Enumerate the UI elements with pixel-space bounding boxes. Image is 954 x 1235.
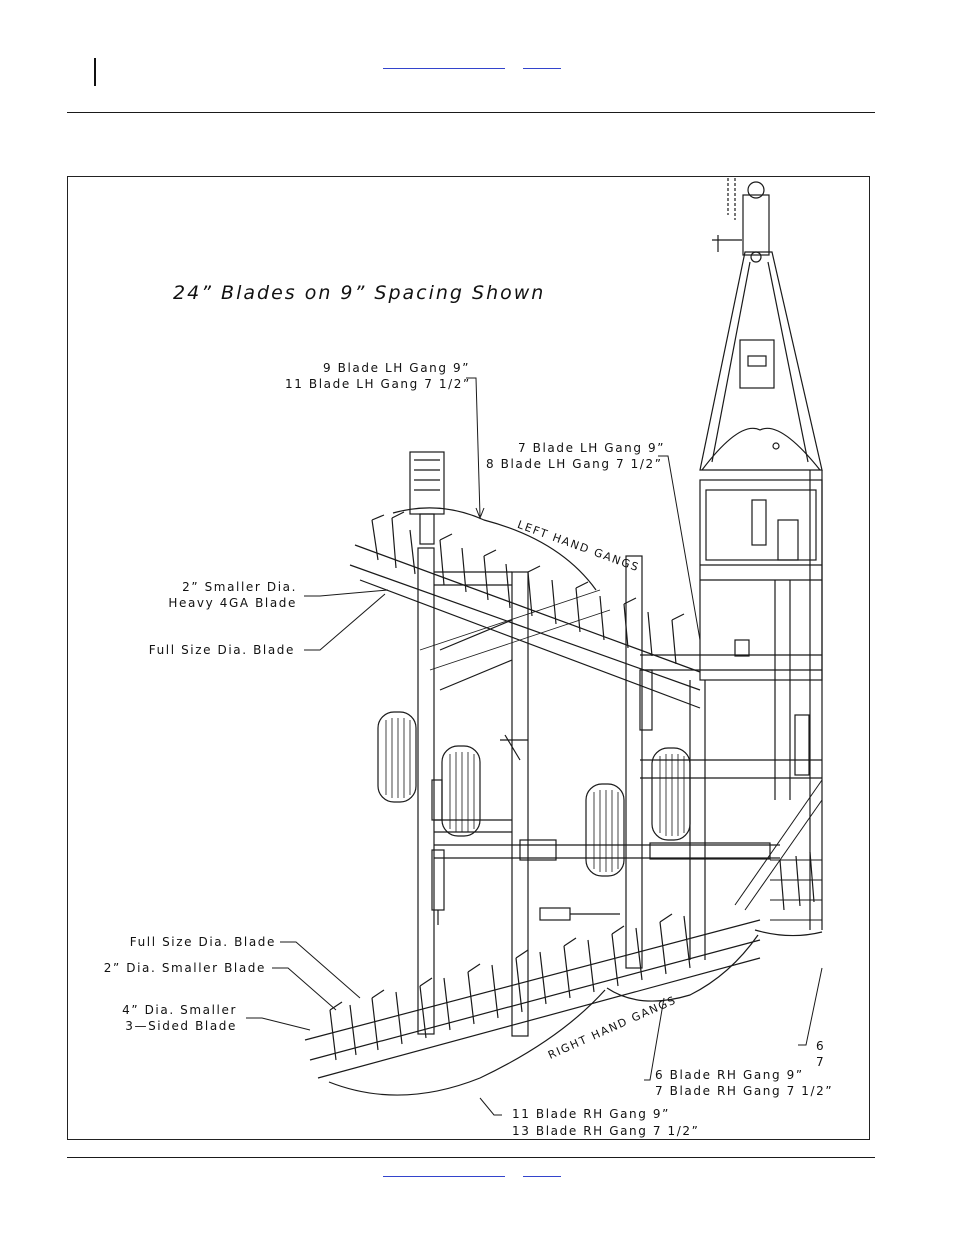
callout-lh-8-blade: 8 Blade LH Gang 7 1/2” (486, 457, 663, 471)
callout-edge-6: 6 (816, 1039, 826, 1053)
callout-2in-smaller-heavy-line1: 2” Smaller Dia. (182, 580, 297, 594)
callout-rh-13-blade: 13 Blade RH Gang 7 1/2” (512, 1124, 700, 1138)
callout-lh-11-blade: 11 Blade LH Gang 7 1/2” (285, 377, 471, 391)
callout-2in-smaller-heavy-line2: Heavy 4GA Blade (168, 596, 297, 610)
figure-title: 24” Blades on 9” Spacing Shown (173, 282, 546, 304)
frame-posts (409, 451, 643, 1037)
footer-link-1[interactable] (383, 1176, 505, 1177)
hydraulic-cylinders (431, 669, 653, 925)
callout-lh-7-blade: 7 Blade LH Gang 9” (518, 441, 666, 455)
figure-frame (67, 176, 870, 1140)
header-link-2[interactable] (523, 68, 561, 69)
transport-wheels (377, 711, 691, 877)
callout-full-size-upper: Full Size Dia. Blade (148, 643, 295, 657)
hitch-tongue (699, 178, 823, 471)
footer-rule (67, 1157, 875, 1158)
callout-4in-smaller-line2: 3—Sided Blade (125, 1019, 237, 1033)
header-rule (67, 112, 875, 113)
callout-lh-9-blade: 9 Blade LH Gang 9” (323, 361, 471, 375)
callout-rh-11-blade: 11 Blade RH Gang 9” (512, 1107, 670, 1121)
callout-rh-7-blade: 7 Blade RH Gang 7 1/2” (655, 1084, 834, 1098)
callout-2in-smaller: 2” Dia. Smaller Blade (103, 961, 266, 975)
header-margin-mark (94, 58, 96, 86)
brace-arcs (328, 507, 823, 1096)
left-hand-gang (349, 511, 701, 709)
footer-link-2[interactable] (523, 1176, 561, 1177)
cross-beams (434, 571, 780, 921)
callout-full-size-lower: Full Size Dia. Blade (129, 935, 276, 949)
leader-lines (246, 377, 823, 1116)
callout-edge-7: 7 (816, 1055, 826, 1069)
right-hand-gang (304, 851, 822, 1079)
main-frame (640, 470, 823, 960)
callout-rh-6-blade: 6 Blade RH Gang 9” (655, 1068, 804, 1082)
callout-4in-smaller-line1: 4” Dia. Smaller (122, 1003, 237, 1017)
header-link-1[interactable] (383, 68, 505, 69)
